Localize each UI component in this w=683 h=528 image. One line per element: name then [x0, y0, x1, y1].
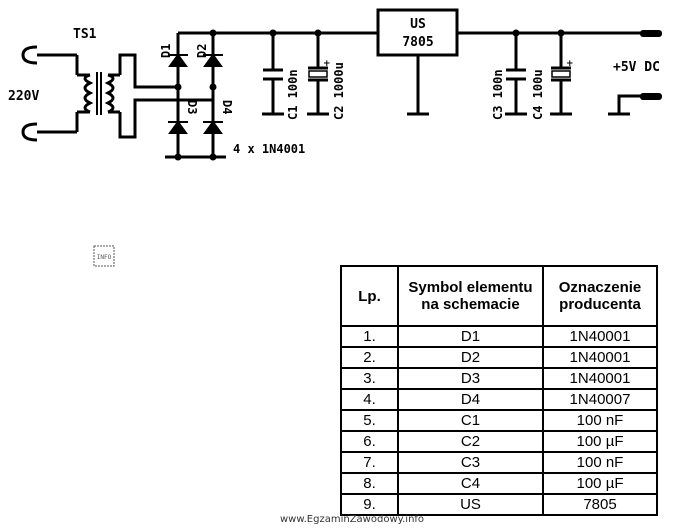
header-lp: Lp.	[340, 265, 399, 327]
diode-d4-symbol	[203, 120, 223, 134]
diode-d1-label: D1	[159, 44, 173, 58]
cell-lp: 2.	[340, 346, 399, 369]
cell-manufacturer: 100 µF	[542, 430, 658, 453]
cell-symbol: C4	[397, 472, 544, 495]
cell-manufacturer: 100 µF	[542, 472, 658, 495]
cell-manufacturer: 7805	[542, 493, 658, 516]
diode-d4-label: D4	[220, 100, 234, 114]
cell-manufacturer: 1N40001	[542, 367, 658, 390]
cell-symbol: D2	[397, 346, 544, 369]
output-terminal-positive	[640, 30, 662, 37]
parts-table: Lp. Symbol elementu na schemacie Oznacze…	[340, 265, 658, 516]
svg-text:INFO: INFO	[97, 254, 112, 261]
regulator-part: 7805	[402, 35, 433, 50]
output-label: +5V DC	[613, 60, 660, 75]
diode-d3-symbol	[168, 120, 188, 134]
cell-manufacturer: 1N40001	[542, 346, 658, 369]
info-icon: INFO	[93, 245, 115, 267]
svg-text:+: +	[323, 59, 331, 69]
diode-note: 4 x 1N4001	[233, 142, 305, 156]
cell-symbol: C1	[397, 409, 544, 432]
header-manufacturer: Oznaczenie producenta	[542, 265, 658, 327]
cell-symbol: C3	[397, 451, 544, 474]
cell-lp: 8.	[340, 472, 399, 495]
diode-d3-label: D3	[185, 100, 199, 114]
regulator-label: US	[410, 17, 426, 32]
transformer-label: TS1	[73, 27, 97, 42]
cell-manufacturer: 100 nF	[542, 409, 658, 432]
cell-symbol: D4	[397, 388, 544, 411]
cell-symbol: US	[397, 493, 544, 516]
cell-lp: 5.	[340, 409, 399, 432]
transformer-primary	[83, 73, 94, 114]
cell-lp: 7.	[340, 451, 399, 474]
cell-lp: 4.	[340, 388, 399, 411]
cell-manufacturer: 1N40001	[542, 325, 658, 348]
header-symbol: Symbol elementu na schemacie	[397, 265, 544, 327]
cell-symbol: C2	[397, 430, 544, 453]
cell-manufacturer: 100 nF	[542, 451, 658, 474]
capacitor-c2-label: C2 1000u	[332, 62, 346, 120]
capacitor-c4-label: C4 100u	[531, 69, 545, 120]
svg-text:+: +	[566, 59, 574, 69]
mains-connector-top	[21, 45, 38, 65]
footer-watermark: www.EgzaminZawodowy.info	[280, 514, 425, 525]
table-header-row: Lp. Symbol elementu na schemacie Oznacze…	[340, 265, 658, 327]
diode-d2-label: D2	[195, 44, 209, 58]
cell-manufacturer: 1N40007	[542, 388, 658, 411]
cell-lp: 1.	[340, 325, 399, 348]
cell-lp: 6.	[340, 430, 399, 453]
transformer-secondary	[104, 73, 115, 114]
diode-d1-symbol	[168, 53, 188, 67]
power-supply-schematic: + + US 7805 TS1 220V +5V DC 4 x 1N4001 D…	[8, 8, 662, 161]
regulator-block	[376, 8, 459, 57]
capacitor-c1-label: C1 100n	[286, 69, 300, 120]
output-terminal-ground	[640, 93, 662, 100]
mains-label: 220V	[8, 89, 39, 104]
cell-symbol: D1	[397, 325, 544, 348]
cell-lp: 9.	[340, 493, 399, 516]
diode-d2-symbol	[203, 53, 223, 67]
capacitor-c3-label: C3 100n	[491, 69, 505, 120]
cell-lp: 3.	[340, 367, 399, 390]
mains-connector-bottom	[21, 122, 38, 142]
cell-symbol: D3	[397, 367, 544, 390]
